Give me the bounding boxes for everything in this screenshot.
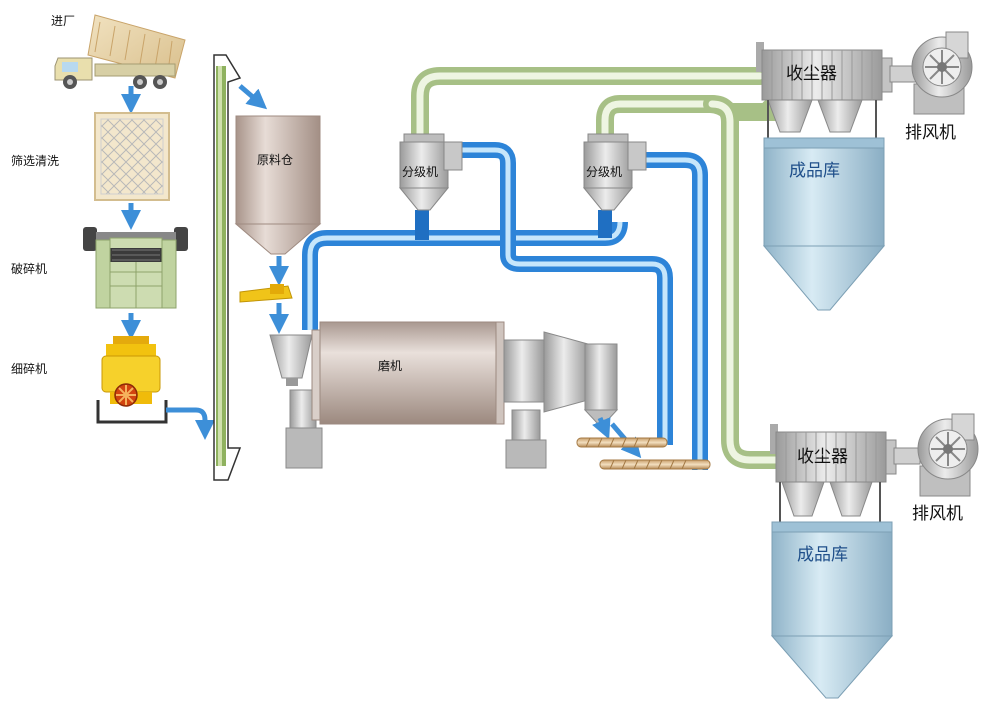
classifier-1 [398, 133, 463, 211]
collector-2-label: 收尘器 [797, 447, 848, 467]
ball-mill [269, 321, 619, 469]
fan-1-label: 排风机 [905, 123, 956, 143]
mill-label: 磨机 [378, 359, 402, 373]
air-duct-network [411, 67, 784, 469]
flow-arrow-5 [238, 84, 268, 110]
material-pipe-network [302, 142, 708, 470]
dust-collector-2 [770, 424, 897, 526]
fan-2-label: 排风机 [912, 504, 963, 524]
classifier-1-label: 分级机 [402, 165, 438, 179]
flow-arrow-4 [166, 407, 215, 440]
crusher-icon [83, 227, 188, 309]
flow-arrow-8 [592, 417, 611, 440]
exhaust-fan-2 [893, 413, 979, 497]
classifier-2-label: 分级机 [586, 165, 622, 179]
raw-silo-label: 原料仓 [257, 153, 293, 167]
screw-conveyor-2 [599, 459, 711, 470]
screen-icon [94, 112, 170, 201]
air-duct-collector-1-to-classifier-2 [596, 95, 779, 147]
product-silo-1-label: 成品库 [789, 161, 840, 181]
bucket-elevator-icon [213, 54, 242, 481]
product-silo-2-label: 成品库 [797, 545, 848, 565]
product-silo-2 [770, 521, 894, 699]
vibrating-feeder [239, 284, 293, 303]
classifier-2 [582, 133, 647, 211]
product-silo-1 [762, 137, 886, 311]
fine-crusher-label: 细碎机 [11, 361, 47, 376]
fine-crusher-icon [96, 336, 168, 424]
classifier-1-outlet-pipe [415, 210, 429, 240]
classifier-2-outlet-pipe [598, 210, 612, 238]
truck-icon [54, 14, 186, 89]
exhaust-fan-1 [889, 31, 973, 115]
dust-collector-1 [756, 42, 893, 142]
truck-label: 进厂 [51, 14, 75, 28]
raw-silo [234, 115, 322, 255]
screw-conveyor-1 [576, 437, 668, 448]
collector-1-label: 收尘器 [786, 64, 837, 84]
screen-label: 筛选清洗 [11, 153, 59, 168]
crusher-label: 破碎机 [11, 261, 47, 276]
